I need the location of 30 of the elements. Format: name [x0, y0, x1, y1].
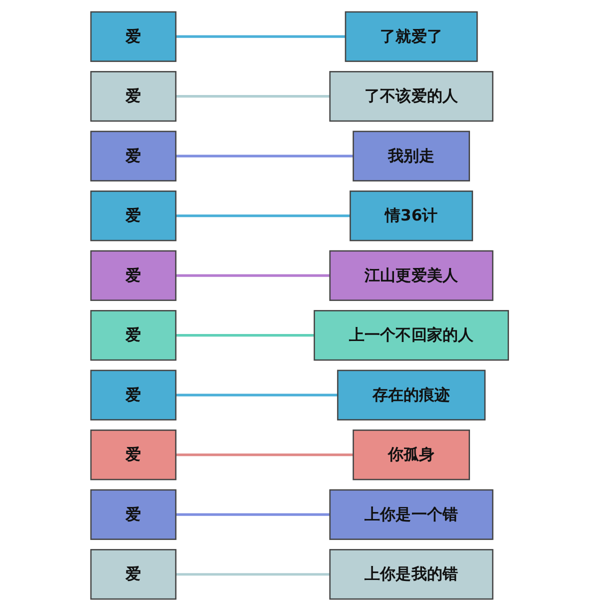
node-box: 爱: [90, 130, 177, 182]
node-box: 爱: [90, 430, 177, 480]
node-box: 情36计: [350, 190, 474, 242]
connector: [176, 214, 351, 218]
connector: [176, 274, 330, 277]
node-box: 江山更爱美人: [330, 250, 494, 301]
node-box: 爱: [90, 489, 177, 540]
connector: [176, 334, 315, 337]
node-box: 了不该爱的人: [330, 71, 494, 122]
node-box: 爱: [90, 250, 177, 301]
node-box: 爱: [90, 190, 177, 242]
connector: [176, 35, 346, 38]
node-box: 我别走: [353, 130, 470, 182]
node-box: 爱: [90, 310, 177, 361]
connector: [176, 95, 330, 98]
connector: [176, 573, 330, 576]
node-box: 你孤身: [353, 430, 470, 480]
node-box: 爱: [90, 549, 177, 600]
node-box: 爱: [90, 71, 177, 122]
connector: [176, 454, 354, 456]
node-box: 爱: [90, 370, 177, 420]
node-box: 爱: [90, 11, 177, 62]
connector: [176, 394, 338, 396]
node-box: 了就爱了: [345, 11, 478, 62]
node-box: 上一个不回家的人: [314, 310, 510, 361]
node-box: 存在的痕迹: [337, 370, 486, 420]
connector: [176, 154, 354, 158]
node-box: 上你是我的错: [330, 549, 494, 600]
node-box: 上你是一个错: [330, 489, 494, 540]
connector: [176, 513, 330, 516]
